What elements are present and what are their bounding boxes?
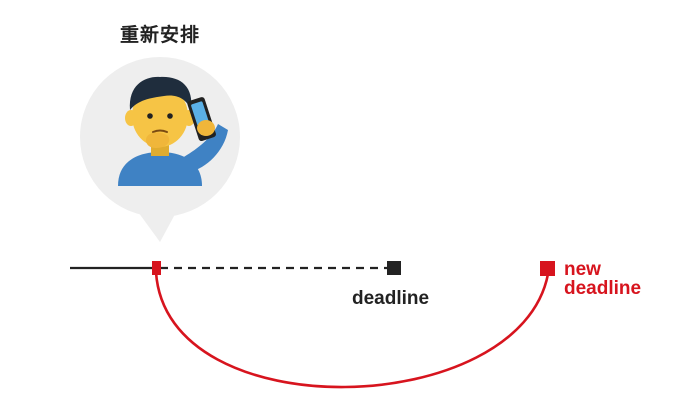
deadline-marker <box>387 261 401 275</box>
reschedule-arc <box>154 271 550 389</box>
deadline-label: deadline <box>352 288 430 309</box>
new-deadline-label-line2: deadline <box>564 278 642 299</box>
new-deadline-label-line1: new <box>564 259 601 280</box>
person-on-phone-icon <box>118 76 228 186</box>
heading: 重新安排 <box>119 24 200 46</box>
current-point-marker <box>152 261 161 275</box>
new-deadline-label: new deadline <box>564 260 641 298</box>
new-deadline-marker <box>540 261 555 276</box>
